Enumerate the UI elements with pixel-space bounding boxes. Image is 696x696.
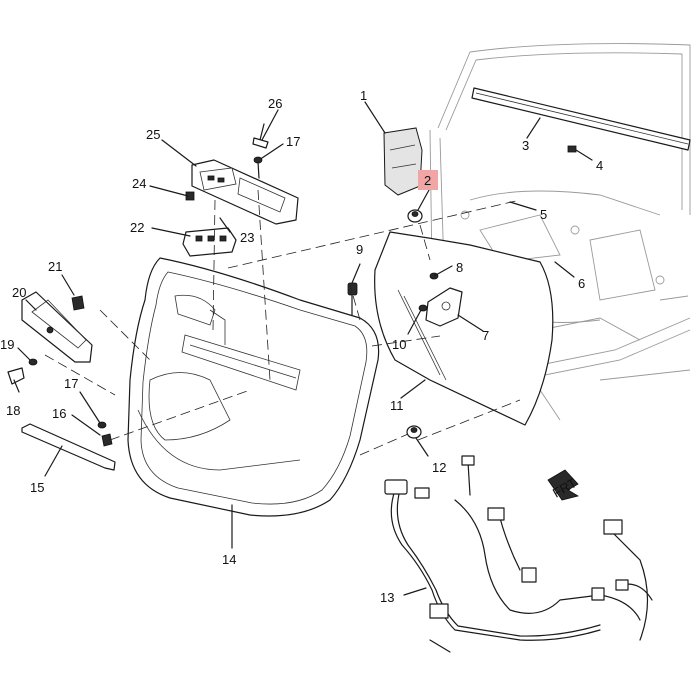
callout-1: 1 bbox=[360, 88, 367, 103]
callout-26: 26 bbox=[268, 96, 282, 111]
callout-21: 21 bbox=[48, 259, 62, 274]
deflector-pad bbox=[383, 127, 423, 196]
callout-17-lower: 17 bbox=[64, 376, 78, 391]
callout-20: 20 bbox=[12, 285, 26, 300]
handle-bracket bbox=[425, 287, 463, 327]
callout-2: 2 bbox=[424, 173, 431, 188]
water-barrier bbox=[374, 231, 554, 426]
callout-12: 12 bbox=[432, 460, 446, 475]
callout-13: 13 bbox=[380, 590, 394, 605]
lower-molding-strip bbox=[21, 423, 116, 471]
handle-screw bbox=[28, 358, 38, 366]
switch-bezel bbox=[191, 159, 299, 225]
callout-10: 10 bbox=[392, 337, 406, 352]
callout-6: 6 bbox=[578, 276, 585, 291]
callout-9: 9 bbox=[356, 242, 363, 257]
callout-19: 19 bbox=[0, 337, 14, 352]
callout-3: 3 bbox=[522, 138, 529, 153]
handle-clip bbox=[71, 295, 85, 311]
switch-screw bbox=[253, 156, 263, 179]
callout-7: 7 bbox=[482, 328, 489, 343]
callout-25: 25 bbox=[146, 127, 160, 142]
molding-clip bbox=[101, 433, 113, 447]
callout-22: 22 bbox=[130, 220, 144, 235]
bezel-screw bbox=[252, 123, 269, 149]
molding-screw bbox=[97, 421, 107, 429]
callout-23: 23 bbox=[240, 230, 254, 245]
callout-16: 16 bbox=[52, 406, 66, 421]
callout-17-upper: 17 bbox=[286, 134, 300, 149]
grommet bbox=[407, 209, 423, 223]
screw-cover bbox=[7, 367, 25, 385]
callout-18: 18 bbox=[6, 403, 20, 418]
callout-15: 15 bbox=[30, 480, 44, 495]
door-trim-panel bbox=[127, 257, 380, 517]
inside-handle-bezel bbox=[21, 291, 93, 363]
callout-14: 14 bbox=[222, 552, 236, 567]
leader-lines bbox=[13, 101, 593, 596]
callout-5: 5 bbox=[540, 207, 547, 222]
bottom-grommet bbox=[406, 425, 422, 439]
callout-labels: 1 2 3 4 5 6 7 8 9 10 11 12 13 14 15 16 1… bbox=[0, 88, 603, 605]
callout-8: 8 bbox=[456, 260, 463, 275]
callout-4: 4 bbox=[596, 158, 603, 173]
window-switch-module bbox=[182, 227, 237, 257]
callout-11: 11 bbox=[390, 398, 404, 413]
callout-2-highlight bbox=[418, 170, 438, 190]
front-arrow-icon: FRT bbox=[547, 469, 579, 501]
alignment-lines bbox=[44, 189, 521, 456]
bracket-screw-lower bbox=[418, 304, 428, 312]
door-wiring-harness bbox=[384, 455, 653, 653]
callout-24: 24 bbox=[132, 176, 146, 191]
seal-clip bbox=[567, 145, 577, 153]
window-belt-seal bbox=[471, 87, 691, 151]
